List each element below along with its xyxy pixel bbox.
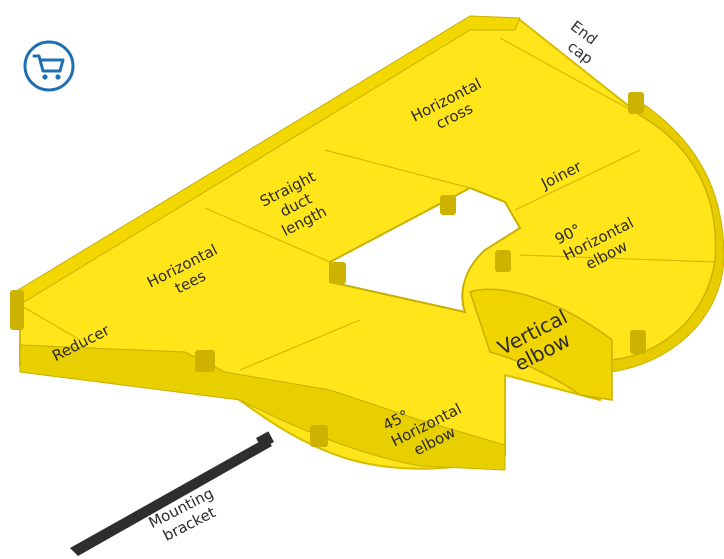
duct-front-wall	[19, 344, 506, 471]
duct-opening	[329, 186, 522, 314]
vertical-elbow	[469, 288, 613, 401]
connector-clips	[10, 92, 646, 447]
shopping-cart-icon[interactable]	[22, 39, 76, 93]
mounting-bracket	[70, 438, 272, 556]
bracket-tab	[256, 431, 274, 449]
section-seams	[19, 37, 716, 371]
